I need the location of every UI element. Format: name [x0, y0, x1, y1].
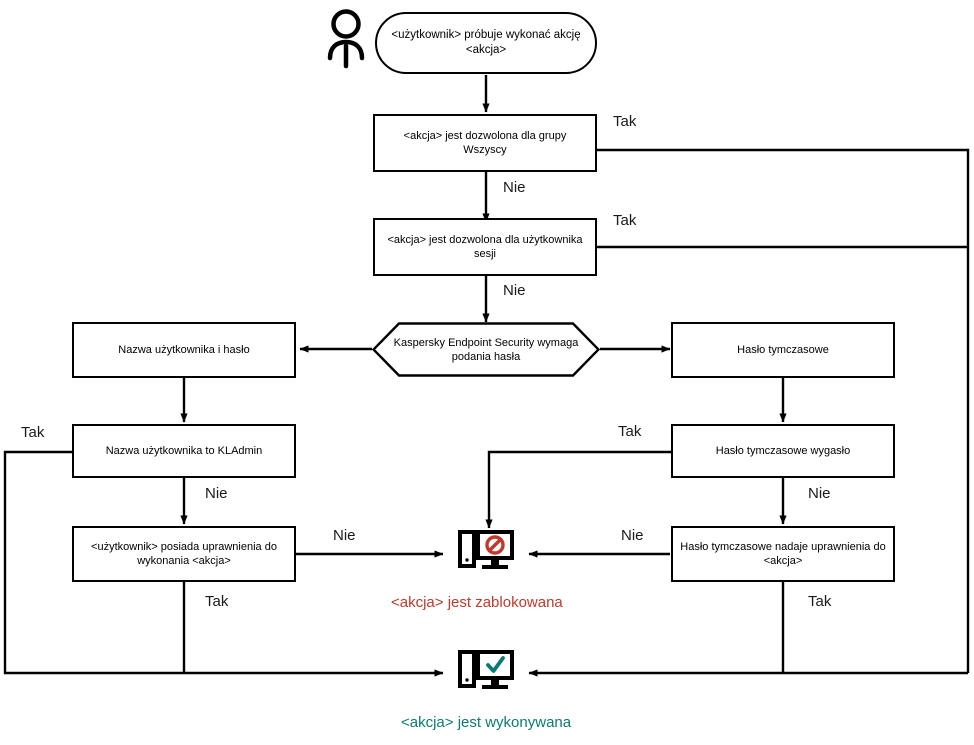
- edge-label-session-no: Nie: [503, 282, 526, 299]
- node-username-password-label: Nazwa użytkownika i hasło: [118, 344, 250, 356]
- node-username-kladmin[interactable]: Nazwa użytkownika to KLAdmin: [72, 424, 296, 478]
- outcome-allowed-label: <akcja> jest wykonywana: [401, 714, 572, 731]
- edge-label-expired-yes: Tak: [618, 423, 642, 440]
- edge-label-session-yes: Tak: [613, 212, 637, 229]
- computer-allowed-icon: [458, 648, 514, 700]
- edge-everyone-yes: [597, 148, 970, 673]
- edge-label-rights-yes: Tak: [205, 593, 229, 610]
- edge-label-everyone-yes: Tak: [613, 113, 637, 130]
- edge-expired-yes: [485, 450, 671, 529]
- node-start-line2: <akcja>: [465, 44, 507, 56]
- node-start[interactable]: <użytkownik> próbuje wykonać akcję <akcj…: [375, 12, 597, 74]
- edge-label-rights-no: Nie: [333, 527, 356, 544]
- node-allowed-session-user[interactable]: <akcja> jest dozwolona dla użytkownika s…: [373, 218, 597, 276]
- node-temporary-password-grants-line2: <akcja>: [763, 555, 803, 567]
- node-user-has-rights[interactable]: <użytkownik> posiada uprawnienia do wyko…: [72, 526, 296, 582]
- node-temporary-password-label: Hasło tymczasowe: [737, 344, 829, 356]
- outcome-blocked-label: <akcja> jest zablokowana: [391, 594, 563, 611]
- node-temporary-password-expired-label: Hasło tymczasowe wygasło: [715, 445, 851, 457]
- edge-label-kladmin-no: Nie: [205, 485, 228, 502]
- node-temporary-password-grants-line1: Hasło tymczasowe nadaje uprawnienia do: [680, 541, 886, 553]
- person-icon: [327, 9, 365, 69]
- node-user-has-rights-line2: wykonania <akcja>: [137, 555, 231, 567]
- edge-label-expired-no: Nie: [808, 485, 831, 502]
- node-requires-password-line2: podania hasła: [451, 350, 521, 363]
- edge-label-everyone-no: Nie: [503, 179, 526, 196]
- edge-label-grants-no: Nie: [621, 527, 644, 544]
- user-actor: [322, 8, 370, 70]
- hexagon-shape: [371, 322, 601, 377]
- computer-blocked-icon: [458, 528, 514, 580]
- node-allowed-everyone[interactable]: <akcja> jest dozwolona dla grupy Wszyscy: [373, 114, 597, 172]
- node-requires-password[interactable]: Kaspersky Endpoint Security wymaga podan…: [371, 322, 601, 377]
- node-temporary-password-grants[interactable]: Hasło tymczasowe nadaje uprawnienia do <…: [671, 526, 895, 582]
- edge-label-kladmin-yes: Tak: [21, 424, 45, 441]
- node-temporary-password[interactable]: Hasło tymczasowe: [671, 322, 895, 378]
- node-allowed-session-user-line2: sesji: [473, 248, 496, 260]
- edge-label-grants-yes: Tak: [808, 593, 832, 610]
- node-start-line1: <użytkownik> próbuje wykonać akcję: [391, 29, 581, 41]
- node-requires-password-line1: Kaspersky Endpoint Security wymaga: [393, 336, 579, 349]
- node-temporary-password-expired[interactable]: Hasło tymczasowe wygasło: [671, 424, 895, 478]
- node-username-password[interactable]: Nazwa użytkownika i hasło: [72, 322, 296, 378]
- node-user-has-rights-line1: <użytkownik> posiada uprawnienia do: [91, 541, 277, 553]
- node-username-kladmin-label: Nazwa użytkownika to KLAdmin: [105, 445, 263, 457]
- node-allowed-session-user-line1: <akcja> jest dozwolona dla użytkownika: [387, 234, 583, 246]
- node-allowed-everyone-label: <akcja> jest dozwolona dla grupy Wszyscy: [403, 130, 567, 156]
